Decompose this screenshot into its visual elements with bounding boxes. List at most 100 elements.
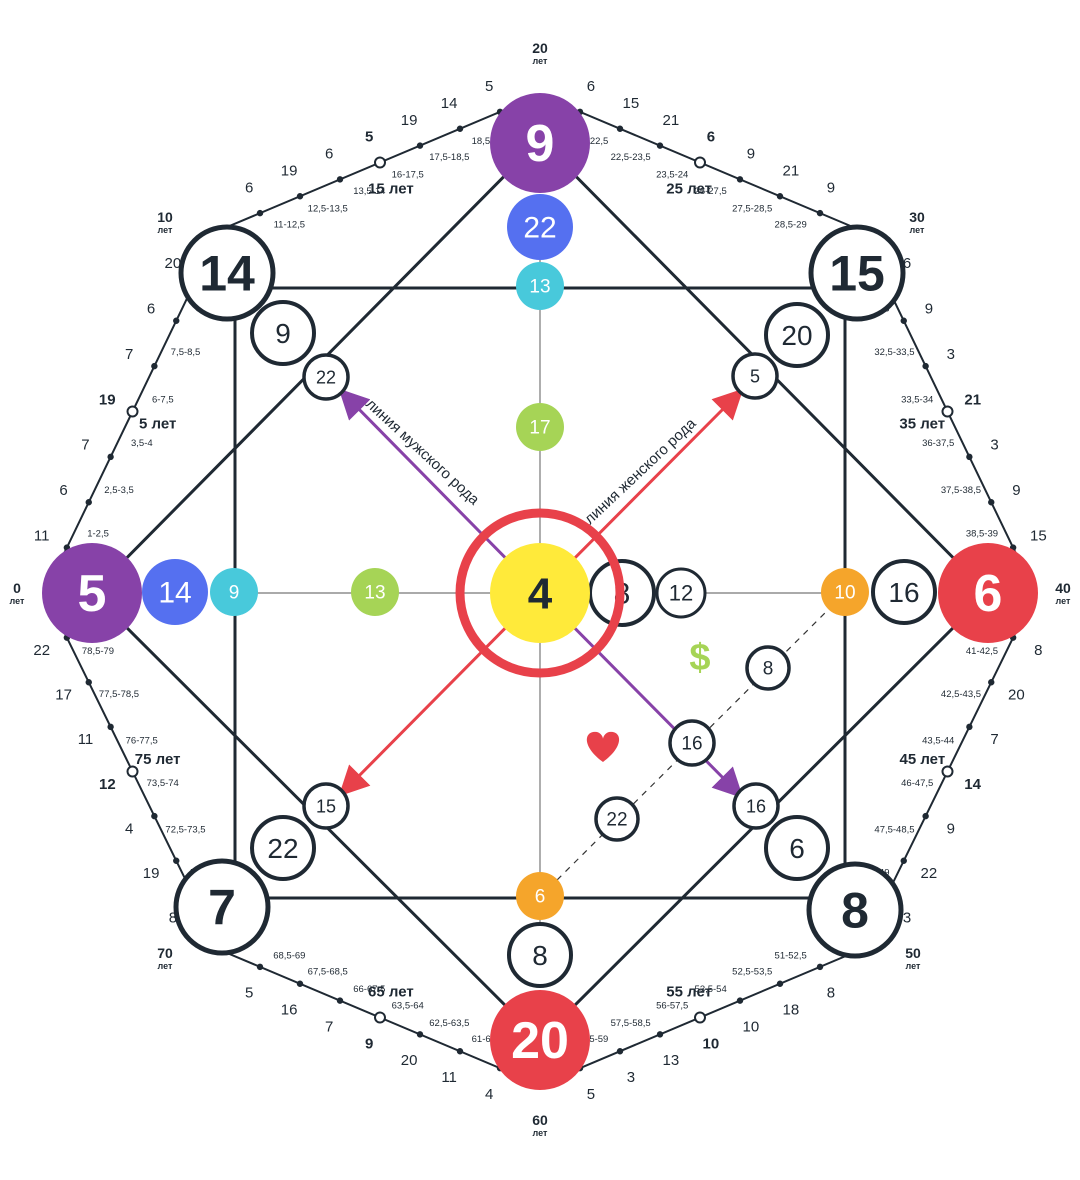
outer-number: 19 xyxy=(401,112,418,129)
age-range-label: 56-57,5 xyxy=(656,1000,688,1011)
vertex-age-number: 0 xyxy=(13,580,21,596)
outer-number: 9 xyxy=(827,179,835,196)
outer-number: 4 xyxy=(485,1086,493,1103)
age-tick xyxy=(816,209,824,217)
node-left-axis-2: 9 xyxy=(210,568,258,616)
age-tick xyxy=(296,980,304,987)
age-tick xyxy=(966,723,973,731)
node-left-axis-3: 13 xyxy=(351,568,399,616)
node-bottom-axis-2: 8 xyxy=(507,922,573,988)
age-tick xyxy=(107,453,114,461)
age-tick xyxy=(922,362,929,370)
outer-number: 11 xyxy=(441,1069,457,1086)
heart-icon xyxy=(586,731,620,762)
age-range-label: 67,5-68,5 xyxy=(308,967,348,978)
age-range-label: 23,5-24 xyxy=(656,170,688,181)
node-right: 6 xyxy=(938,543,1038,643)
age-range-label: 11-12,5 xyxy=(274,220,306,231)
outer-number: 8 xyxy=(827,985,835,1002)
outer-number: 6 xyxy=(903,255,911,272)
age-range-label: 7,5-8,5 xyxy=(171,347,201,358)
outer-number: 8 xyxy=(1034,642,1042,659)
female-line-label: линия женского рода xyxy=(581,415,700,528)
outer-number: 19 xyxy=(99,391,116,408)
mid-age-marker xyxy=(941,405,954,418)
node-bottom-left-value: 7 xyxy=(208,880,236,936)
mid-age-label: 75 лет xyxy=(135,751,181,768)
age-range-label: 27,5-28,5 xyxy=(732,203,772,214)
node-center: 4 xyxy=(490,543,590,643)
mid-age-marker xyxy=(374,1011,386,1024)
age-tick xyxy=(616,125,624,132)
node-top-axis-2-value: 13 xyxy=(529,277,550,298)
age-range-label: 68,5-69 xyxy=(273,950,305,961)
age-range-label: 53,5-54 xyxy=(695,984,727,995)
node-right-axis-1: 10 xyxy=(821,568,869,616)
mid-age-marker xyxy=(126,405,139,418)
node-diag-top-left-value: 22 xyxy=(316,367,336,387)
outer-number: 6 xyxy=(587,78,595,95)
vertex-age-unit: лет xyxy=(10,596,25,606)
outer-number: 21 xyxy=(663,112,680,129)
age-tick xyxy=(151,812,158,820)
age-tick xyxy=(296,193,304,200)
age-range-label: 76-77,5 xyxy=(126,735,158,746)
outer-number: 16 xyxy=(281,1002,298,1019)
node-center-12-value: 12 xyxy=(669,581,693,606)
vertex-age-number: 50 xyxy=(905,945,921,961)
age-range-label: 12,5-13,5 xyxy=(308,203,348,214)
node-center-12: 12 xyxy=(655,567,707,619)
vertex-age-number: 40 xyxy=(1055,580,1071,596)
node-center-value: 4 xyxy=(528,569,553,618)
age-range-label: 52,5-53,5 xyxy=(732,967,772,978)
age-range-label: 18,5-19 xyxy=(472,136,504,147)
vertex-age-unit: лет xyxy=(158,225,173,235)
age-tick xyxy=(656,1031,664,1038)
age-tick xyxy=(256,963,264,971)
node-inner-top-right-value: 20 xyxy=(781,320,812,351)
node-diag-top-right-value: 5 xyxy=(750,366,760,386)
outer-number: 10 xyxy=(703,1035,720,1052)
age-range-label: 33,5-34 xyxy=(901,394,933,405)
age-tick xyxy=(616,1048,624,1055)
node-top-right: 15 xyxy=(808,224,906,322)
node-top-left-value: 14 xyxy=(199,246,255,302)
age-tick xyxy=(336,997,344,1004)
node-bottom-axis-1: 6 xyxy=(516,872,564,920)
age-tick xyxy=(456,1048,464,1055)
center-highlight-ring xyxy=(455,508,625,678)
age-range-label: 63,5-64 xyxy=(392,1000,424,1011)
outer-number: 3 xyxy=(903,910,911,927)
age-range-label: 43,5-44 xyxy=(922,735,954,746)
age-range-label: 61-62,5 xyxy=(472,1034,504,1045)
outer-number: 3 xyxy=(947,346,955,363)
age-tick xyxy=(776,980,784,987)
node-top-axis-3: 17 xyxy=(516,403,564,451)
outer-number: 20 xyxy=(165,255,182,272)
node-bottom-left: 7 xyxy=(173,858,271,956)
node-top-axis-1: 22 xyxy=(507,194,573,260)
dollar-icon: $ xyxy=(689,637,710,679)
age-range-label: 6-7,5 xyxy=(152,394,174,405)
node-diag-top-right: 5 xyxy=(731,352,779,400)
vertex-age-number: 30 xyxy=(909,209,925,225)
outer-number: 20 xyxy=(1008,687,1025,704)
node-right-axis-1-value: 10 xyxy=(834,583,855,604)
mid-age-marker xyxy=(694,1011,706,1024)
outer-number: 5 xyxy=(485,78,493,95)
outer-number: 13 xyxy=(663,1052,680,1069)
node-bottom: 20 xyxy=(490,990,590,1090)
age-range-label: 46-47,5 xyxy=(901,778,933,789)
vertex-age-unit: лет xyxy=(533,56,548,66)
mid-age-label: 55 лет xyxy=(666,984,712,1001)
outer-number: 14 xyxy=(964,776,981,793)
age-tick xyxy=(416,1031,424,1038)
outer-number: 7 xyxy=(125,346,133,363)
mid-age-label: 35 лет xyxy=(899,416,945,433)
node-left-axis-1: 14 xyxy=(142,559,208,625)
mid-age-marker xyxy=(694,156,706,169)
vertex-age-unit: лет xyxy=(1056,596,1071,606)
age-tick xyxy=(336,176,344,183)
node-dashed-22-value: 22 xyxy=(606,810,627,831)
